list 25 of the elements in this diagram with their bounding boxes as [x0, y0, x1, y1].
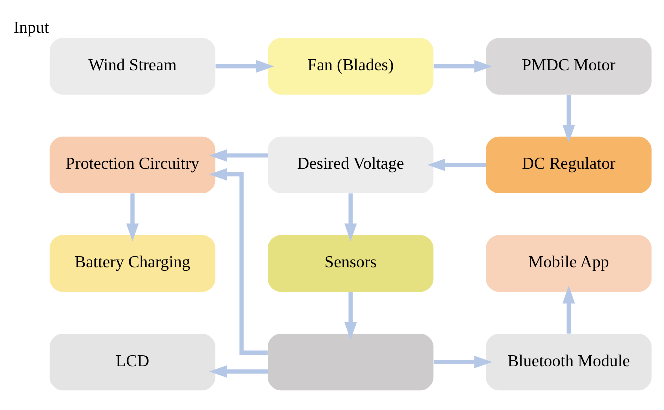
node-box: Bluetooth Module: [486, 334, 652, 391]
node-box: Fan (Blades): [268, 38, 434, 95]
node-box: PMDC Motor: [486, 38, 652, 95]
node-label: Input: [13, 18, 49, 37]
arrow: [562, 95, 575, 144]
node-box: [268, 334, 434, 391]
node-box: Wind Stream: [49, 38, 216, 95]
node-box: Sensors: [268, 235, 434, 292]
arrow: [208, 168, 268, 355]
node-box: Battery Charging: [49, 235, 216, 292]
arrow: [427, 158, 486, 172]
arrow: [344, 292, 357, 340]
node-box: DC Regulator: [486, 136, 652, 194]
node-box: LCD: [49, 334, 216, 391]
arrow: [433, 60, 492, 73]
node-box: Mobile App: [486, 235, 652, 292]
arrow: [562, 286, 575, 334]
arrow: [208, 365, 268, 378]
arrow: [126, 194, 138, 242]
arrow: [344, 194, 357, 242]
node-box: Desired Voltage: [268, 136, 434, 194]
arrow: [433, 356, 492, 369]
node-box: Protection Circuitry: [49, 136, 216, 194]
arrow: [215, 60, 274, 73]
arrow: [208, 149, 268, 162]
